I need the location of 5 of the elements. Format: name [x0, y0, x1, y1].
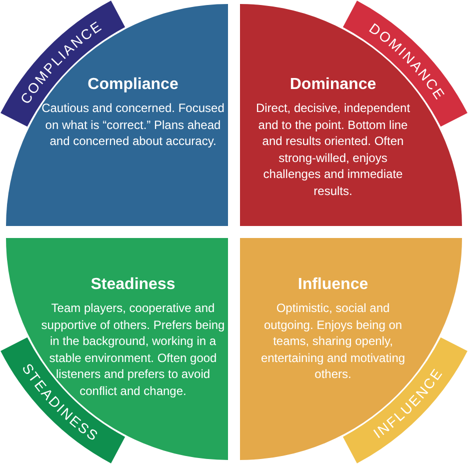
quadrant-title: Steadiness	[90, 275, 176, 295]
quadrant-description: Optimistic, social and outgoing. Enjoys being on teams, sharing openly, entertaining and motivating others.	[260, 300, 406, 381]
quadrant-description: Direct, decisive, independent and to the point. Bottom line and results oriented. Often strong-willed, enjoys challenges and immediate results.	[254, 100, 412, 199]
quadrant-title: Influence	[296, 275, 370, 295]
quadrant-description: Cautious and concerned. Focused on what is “correct.” Plans ahead and concerned about accuracy.	[42, 101, 226, 150]
